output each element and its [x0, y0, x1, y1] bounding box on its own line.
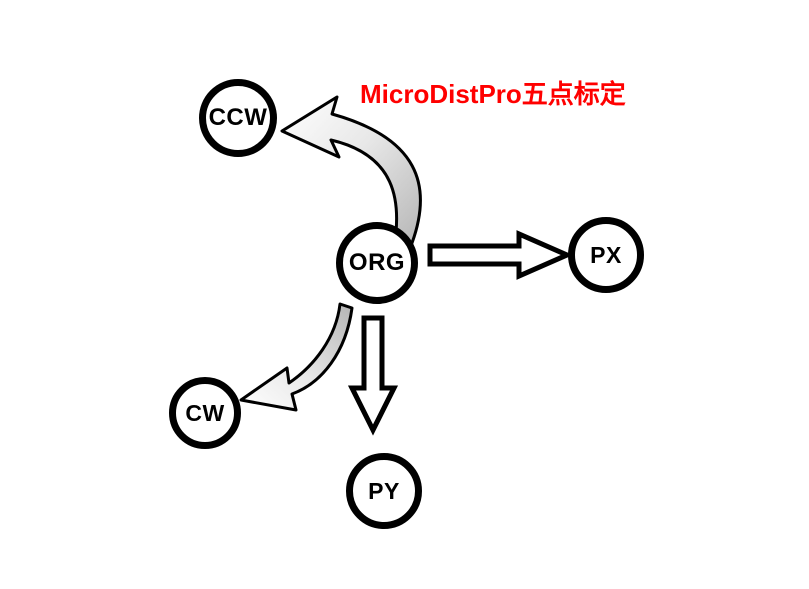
arrow-org-to-py [347, 315, 399, 436]
node-py: PY [346, 453, 422, 529]
arrow-org-to-cw [239, 302, 354, 412]
node-cw: CW [169, 377, 241, 449]
node-ccw-label: CCW [208, 104, 268, 131]
node-px: PX [568, 217, 644, 293]
node-org: ORG [336, 222, 418, 304]
node-ccw: CCW [199, 79, 277, 157]
node-org-label: ORG [348, 249, 406, 276]
node-px-label: PX [590, 241, 622, 268]
diagram-title: MicroDistPro五点标定 [360, 79, 626, 109]
node-py-label: PY [368, 477, 400, 504]
arrow-org-to-ccw [280, 95, 422, 249]
arrow-org-to-px [427, 230, 574, 280]
node-cw-label: CW [185, 399, 225, 426]
